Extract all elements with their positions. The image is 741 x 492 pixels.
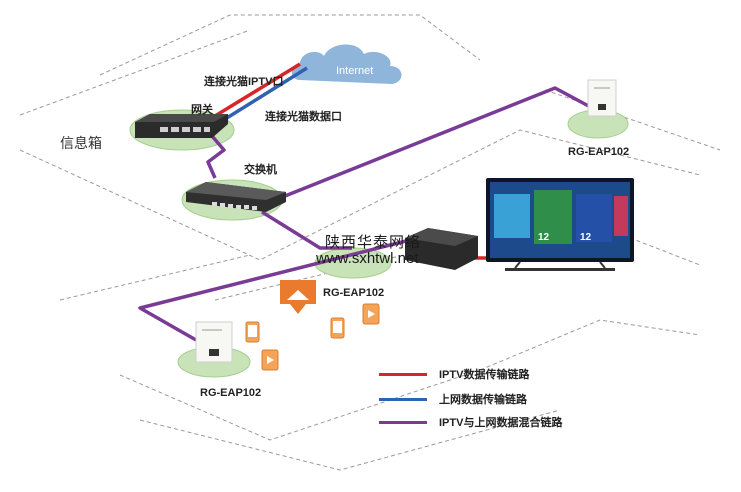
ap-panel xyxy=(587,79,617,117)
network-switch xyxy=(186,182,286,212)
television: 12 12 xyxy=(486,178,634,271)
plane-top xyxy=(99,14,481,76)
ap-bottom-left xyxy=(195,321,233,363)
mobile-devices xyxy=(245,303,380,371)
set-top-box xyxy=(405,228,478,270)
legend-item-mixed: IPTV与上网数据混合链路 xyxy=(379,415,579,429)
tablet-icon xyxy=(362,303,380,325)
links xyxy=(138,62,597,342)
switch-to-bottom-ap-link xyxy=(138,233,431,342)
switch-label: 交换机 xyxy=(244,164,277,176)
legend-swatch xyxy=(379,398,427,401)
legend-text: IPTV数据传输链路 xyxy=(439,369,530,381)
legend-swatch xyxy=(379,421,427,424)
switch-to-top-ap-link xyxy=(279,86,597,200)
switch-to-center-link xyxy=(261,210,352,250)
tablet-icon xyxy=(261,349,279,371)
legend-item-internet: 上网数据传输链路 xyxy=(379,392,579,406)
switch-top xyxy=(186,182,286,200)
internet-label: Internet xyxy=(336,65,373,77)
tv-tile-number: 12 xyxy=(538,232,550,243)
info-box-label: 信息箱 xyxy=(60,135,102,151)
watermark-line1: 陕西华泰网络 xyxy=(325,234,422,251)
watermark-line2: www.sxhtwl.net xyxy=(316,250,419,267)
plane-top-left xyxy=(19,29,251,116)
plane-center xyxy=(214,249,426,301)
legend-item-iptv: IPTV数据传输链路 xyxy=(379,367,579,381)
iptv-port-label: 连接光猫IPTV口 xyxy=(204,76,284,88)
ap-bottom-left-label: RG-EAP102 xyxy=(200,387,262,399)
tv-stand xyxy=(505,268,615,271)
legend-text: 上网数据传输链路 xyxy=(439,394,527,406)
plane-lower xyxy=(119,319,701,441)
internet-link xyxy=(221,66,308,123)
iptv-link xyxy=(214,62,301,118)
router-top xyxy=(135,114,228,122)
cloud-shape xyxy=(291,44,402,84)
plane-outlines xyxy=(19,14,721,471)
gateway-label: 网关 xyxy=(191,104,213,116)
gateway-router xyxy=(135,114,228,138)
legend-text: IPTV与上网数据混合链路 xyxy=(439,417,563,429)
ap-top-right-label: RG-EAP102 xyxy=(568,146,630,158)
plane-left xyxy=(59,254,251,301)
phone-icon xyxy=(245,321,260,343)
ap-top-right xyxy=(587,79,617,117)
ap-center-label: RG-EAP102 xyxy=(323,287,385,299)
ap-center-orange xyxy=(280,280,316,314)
plane-bottom xyxy=(139,409,561,471)
plane-middle xyxy=(19,129,701,261)
data-port-label: 连接光猫数据口 xyxy=(265,111,342,123)
gateway-switch-link xyxy=(206,134,226,179)
tv-tile-number: 12 xyxy=(580,232,592,243)
legend-swatch xyxy=(379,373,427,376)
phone-icon xyxy=(330,317,345,339)
internet-cloud: Internet xyxy=(291,44,402,84)
